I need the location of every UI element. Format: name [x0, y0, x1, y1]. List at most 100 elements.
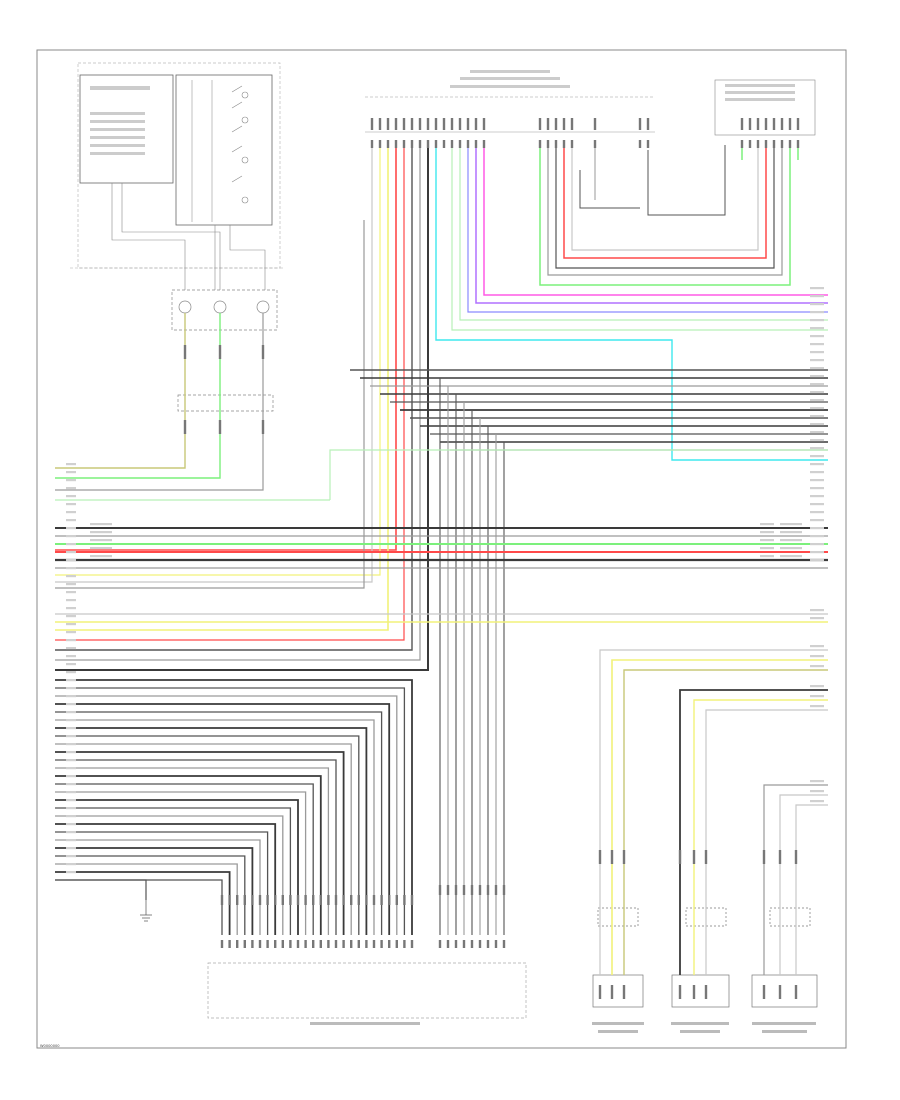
label-placeholder: [810, 543, 824, 546]
wire-tick: [266, 940, 269, 948]
wire-tick: [458, 118, 462, 130]
label-placeholder: [66, 543, 76, 546]
wire-tick: [562, 140, 566, 148]
wire-tick: [554, 140, 558, 148]
label-placeholder: [810, 399, 824, 402]
wire-90: [705, 709, 828, 975]
label-placeholder: [66, 511, 76, 514]
label-placeholder: [780, 547, 802, 550]
wire-tick: [502, 885, 506, 895]
label-placeholder: [66, 583, 76, 586]
wire-69: [55, 767, 330, 935]
wire-59: [55, 687, 406, 935]
label-placeholder: [66, 615, 76, 618]
label-placeholder: [66, 575, 76, 578]
wire-tick: [410, 118, 414, 130]
wire-tick: [350, 940, 353, 948]
wire-tick: [638, 118, 642, 130]
wire-tick: [462, 940, 466, 948]
wire-tick: [243, 940, 246, 948]
label-placeholder: [780, 555, 802, 558]
wire-13: [55, 145, 373, 583]
top-connector-header: [365, 70, 816, 136]
wire-tick: [228, 895, 231, 905]
wire-6: [55, 145, 429, 671]
label-placeholder: [66, 551, 76, 554]
label-placeholder: [66, 503, 76, 506]
wire-68: [55, 759, 337, 935]
wire-93: [795, 804, 828, 975]
label-placeholder: [66, 487, 76, 490]
wire-tick: [610, 850, 614, 864]
wire-61: [55, 703, 391, 935]
wire-tick: [778, 985, 782, 999]
label-placeholder: [66, 495, 76, 498]
wire-16: [547, 145, 783, 276]
label-placeholder: [66, 527, 76, 530]
wire-tick: [450, 118, 454, 130]
wire-tick: [546, 118, 550, 130]
label-placeholder: [810, 559, 824, 562]
wire-tick: [704, 850, 708, 864]
wire-tick: [395, 940, 398, 948]
wire-65: [55, 735, 360, 935]
wire-tick: [236, 940, 239, 948]
wire-tick: [454, 885, 458, 895]
label-placeholder: [66, 759, 76, 762]
wire-88: [679, 689, 828, 975]
wire-91: [763, 784, 828, 975]
wire-tick: [470, 940, 474, 948]
label-placeholder: [810, 439, 824, 442]
wire-66: [55, 743, 352, 935]
label-placeholder: [810, 359, 824, 362]
module-labels: [592, 1022, 816, 1033]
label-placeholder: [810, 463, 824, 466]
wire-70: [55, 775, 322, 935]
wire-58: [55, 679, 413, 935]
wire-1: [475, 145, 828, 304]
wire-tick: [474, 140, 478, 148]
label-placeholder: [780, 531, 802, 534]
wire-tick: [494, 940, 498, 948]
label-placeholder: [810, 665, 824, 668]
wire-83: [55, 879, 223, 935]
wire-89: [693, 699, 828, 975]
label-placeholder: [810, 303, 824, 306]
label-placeholder: [810, 327, 824, 330]
wire-tick: [756, 140, 760, 148]
label-placeholder: [810, 800, 824, 803]
wire-72: [55, 791, 307, 935]
wire-tick: [678, 850, 682, 864]
wire-tick: [438, 885, 442, 895]
wire-tick: [220, 895, 224, 905]
wire-tick: [450, 140, 454, 148]
wire-5: [435, 145, 828, 461]
wire-tick: [410, 940, 414, 948]
wire-tick: [296, 940, 300, 948]
wire-86: [611, 659, 828, 975]
wire-tick: [788, 140, 792, 148]
wire-tick: [266, 895, 269, 905]
wire-tick: [380, 895, 383, 905]
label-placeholder: [66, 479, 76, 482]
wire-tick: [756, 118, 760, 130]
wire-tick: [319, 895, 322, 905]
wire-tick: [334, 940, 338, 948]
wire-47: [55, 313, 264, 491]
wire-tick: [334, 895, 338, 905]
wire-tick: [796, 118, 800, 130]
label-placeholder: [66, 799, 76, 802]
wire-tick: [372, 895, 376, 905]
wire-21: [647, 145, 726, 216]
wire-tick: [395, 895, 398, 905]
wire-tick: [646, 140, 650, 148]
wire-11: [55, 145, 389, 631]
wire-tick: [281, 940, 284, 948]
wire-tick: [434, 118, 438, 130]
label-placeholder: [810, 423, 824, 426]
label-placeholder: [810, 431, 824, 434]
wire-labels: [66, 287, 824, 874]
wire-71: [55, 783, 314, 935]
wire-tick: [410, 140, 414, 148]
label-placeholder: [66, 535, 76, 538]
